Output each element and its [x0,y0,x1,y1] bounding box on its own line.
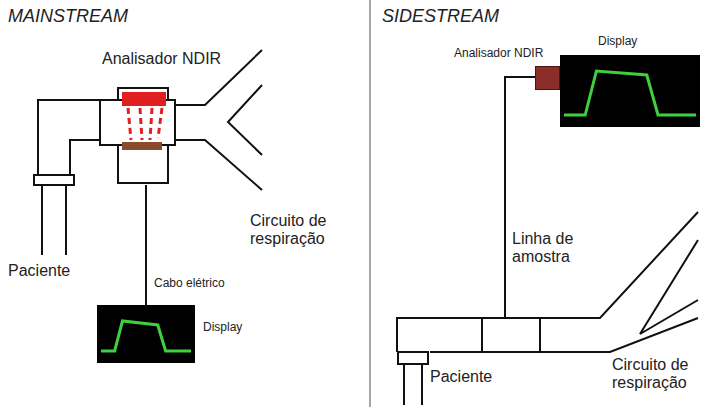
panel-title: SIDESTREAM [382,6,499,27]
node-label: Analisador NDIR [102,50,221,68]
panel-title: MAINSTREAM [8,6,128,27]
waveform-trace [560,55,700,127]
analyzer-mainstream: Analisador NDIR [100,48,230,185]
sample-line-label: Linha de amostra [512,230,612,267]
node-label: Analisador NDIR [454,47,543,61]
patient-label: Paciente [8,262,70,280]
circuit-label: Circuito de respiração [612,356,707,393]
node-label: Display [203,321,242,335]
display-mainstream: Display [97,305,195,363]
mainstream-tubing [34,50,262,255]
analyzer-sidestream: Analisador NDIR [535,66,560,90]
panel-divider [369,0,371,407]
cable-line [145,185,147,305]
display-sidestream: Display [560,55,700,127]
patient-label: Paciente [430,368,492,386]
edge-label: Cabo elétrico [154,277,225,291]
node-label: Display [598,35,637,49]
waveform-trace [97,305,195,363]
sample-line [505,77,535,318]
circuit-label: Circuito de respiração [250,212,360,249]
mainstream-analyzer [100,88,175,183]
